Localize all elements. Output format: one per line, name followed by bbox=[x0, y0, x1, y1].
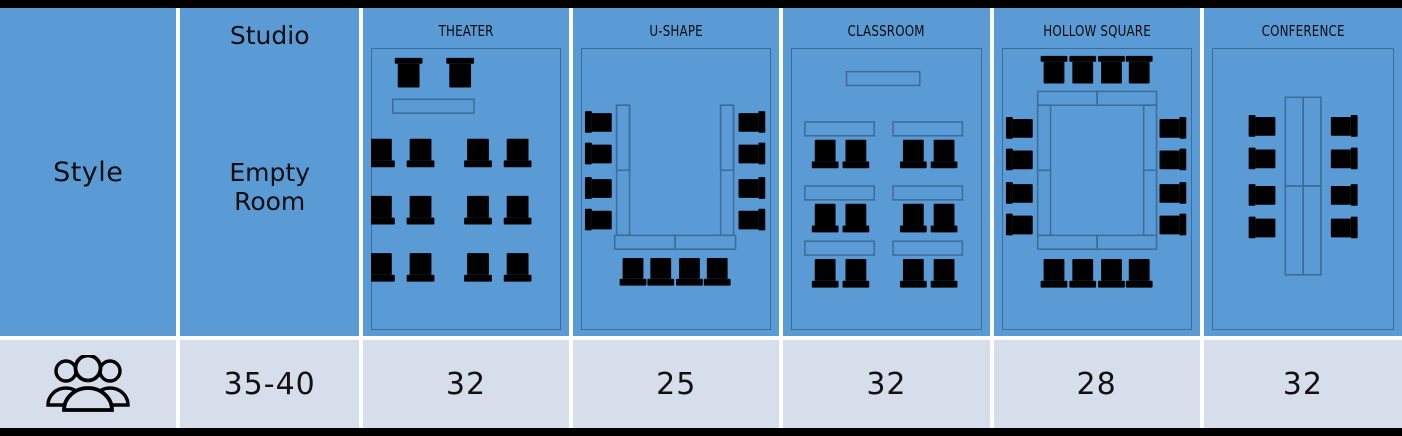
capacity-cell-u-shape: 25 bbox=[573, 340, 780, 428]
variant-studio-label: Studio bbox=[229, 21, 310, 50]
capacity-value-theater: 32 bbox=[445, 366, 487, 402]
capacity-icon-cell bbox=[0, 340, 177, 428]
capacity-cell-empty-room: 35-40 bbox=[180, 340, 359, 428]
style-header-cell: Style bbox=[0, 8, 177, 336]
diagram-theater bbox=[370, 48, 562, 330]
room-outline bbox=[1211, 48, 1394, 330]
capacity-value-empty-room: 35-40 bbox=[223, 366, 316, 402]
theater-layout-svg bbox=[370, 57, 532, 282]
layout-cell-u-shape[interactable]: U-SHAPE bbox=[573, 8, 780, 336]
room-outline bbox=[1001, 48, 1192, 330]
layout-title-hollow-square: HOLLOW SQUARE bbox=[1042, 22, 1151, 40]
layout-title-theater: THEATER bbox=[438, 22, 494, 40]
classroom-layout-svg bbox=[804, 70, 964, 288]
room-outline bbox=[581, 48, 772, 330]
conference-layout-svg bbox=[1248, 96, 1358, 276]
capacity-value-classroom: 32 bbox=[866, 366, 907, 402]
layouts-row: Style Studio Empty Room THEATER bbox=[0, 8, 1402, 340]
capacity-cell-classroom: 32 bbox=[783, 340, 990, 428]
layout-cell-conference[interactable]: CONFERENCE bbox=[1203, 8, 1402, 336]
room-outline bbox=[791, 48, 982, 330]
people-group-icon bbox=[46, 355, 130, 412]
capacity-value-conference: 32 bbox=[1282, 366, 1323, 402]
layout-title-classroom: CLASSROOM bbox=[847, 22, 926, 40]
layout-cell-theater[interactable]: THEATER bbox=[362, 8, 570, 336]
variant-empty-room-label: Empty Room bbox=[229, 157, 310, 217]
layout-cell-hollow-square[interactable]: HOLLOW SQUARE bbox=[993, 8, 1200, 336]
capacity-cell-conference: 32 bbox=[1203, 340, 1402, 428]
capacity-row: 35-40 32 25 32 28 32 bbox=[0, 340, 1402, 428]
room-outline bbox=[370, 48, 562, 330]
layout-title-conference: CONFERENCE bbox=[1261, 22, 1345, 40]
capacity-cell-theater: 32 bbox=[362, 340, 570, 428]
variant-header-cell: Studio Empty Room bbox=[180, 8, 359, 336]
capacity-value-u-shape: 25 bbox=[656, 366, 697, 402]
variant-empty-room-line2: Room bbox=[234, 186, 306, 216]
room-setup-comparison-table: Style Studio Empty Room THEATER bbox=[0, 8, 1402, 428]
layout-title-u-shape: U-SHAPE bbox=[649, 22, 703, 40]
capacity-value-hollow-square: 28 bbox=[1076, 366, 1117, 402]
layout-cell-classroom[interactable]: CLASSROOM bbox=[783, 8, 990, 336]
diagram-classroom bbox=[791, 48, 982, 330]
variant-empty-room-line1: Empty bbox=[229, 157, 310, 187]
diagram-conference bbox=[1211, 48, 1394, 330]
hollow-square-layout-svg bbox=[1005, 55, 1186, 288]
style-label: Style bbox=[53, 156, 124, 188]
diagram-hollow-square bbox=[1001, 48, 1192, 330]
capacity-cell-hollow-square: 28 bbox=[993, 340, 1200, 428]
diagram-u-shape bbox=[581, 48, 772, 330]
u-shape-layout-svg bbox=[585, 104, 766, 286]
